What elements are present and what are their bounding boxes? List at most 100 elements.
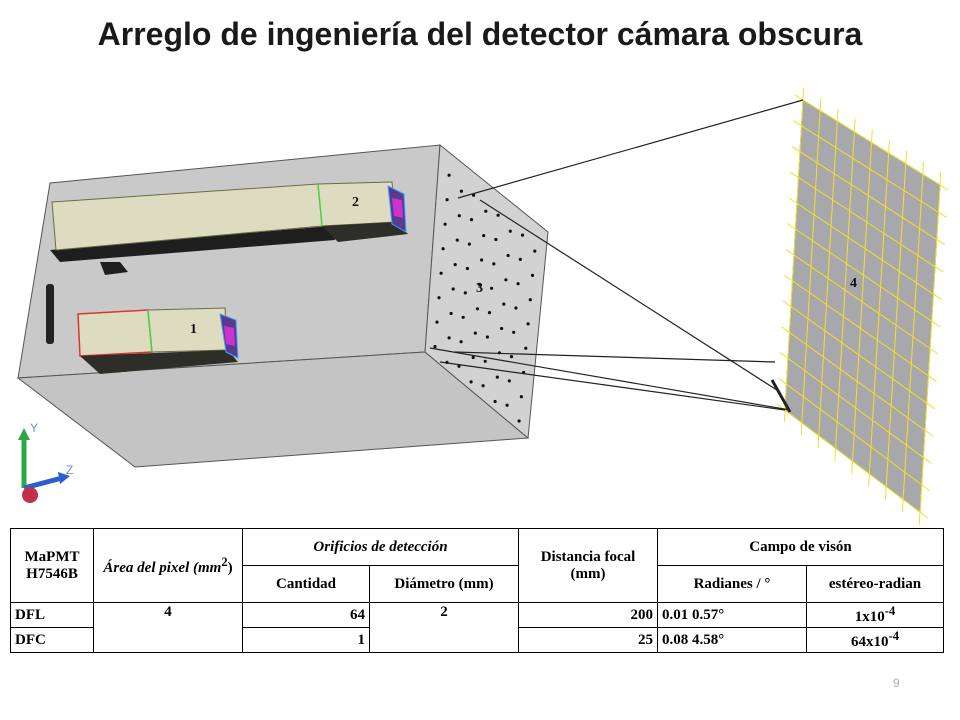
pinhole-dot xyxy=(453,263,457,267)
header-radianes: Radianes / ° xyxy=(657,565,807,603)
pinhole-dot xyxy=(502,302,506,306)
pinhole-dot xyxy=(447,336,451,340)
grid-line xyxy=(783,87,805,423)
pinhole-dot xyxy=(461,315,465,319)
pinhole-dot xyxy=(473,331,477,335)
grid-line xyxy=(901,161,925,513)
pinhole-dot xyxy=(433,345,437,349)
label-box-2: 2 xyxy=(352,195,359,210)
pinhole-dot xyxy=(505,403,509,407)
pinhole-dot xyxy=(477,282,482,286)
axes-gizmo-icon: Y Z xyxy=(18,421,73,503)
row-radianes: 0.08 4.58° xyxy=(657,627,807,653)
pinhole-dot xyxy=(517,419,521,423)
pinhole-dot xyxy=(480,258,484,262)
header-cantidad: Cantidad xyxy=(242,565,370,603)
pinhole-dot xyxy=(530,273,535,277)
pinhole-dot xyxy=(494,237,498,242)
pinhole-dot xyxy=(516,282,520,286)
projection-lines xyxy=(429,99,804,413)
pinhole-dot xyxy=(506,253,510,258)
axis-z-label: Z xyxy=(66,463,73,477)
pmt-box-2 xyxy=(50,181,408,275)
pinhole-dot xyxy=(469,218,474,222)
pinhole-dot xyxy=(514,306,518,310)
table-row: DFC 1 25 0.08 4.58° 64x10-4 xyxy=(10,627,944,653)
axis-y-label: Y xyxy=(30,421,38,435)
pinhole-dot xyxy=(441,247,445,251)
pinhole-dot xyxy=(457,214,461,218)
row-name: DFC xyxy=(10,627,94,653)
pinhole-dot xyxy=(508,229,512,233)
header-pixel-area: Área del pixel (mm2) xyxy=(93,528,243,603)
pinhole-dot xyxy=(457,364,461,368)
pinhole-dot xyxy=(449,311,453,316)
pinhole-dot xyxy=(447,173,451,177)
pinhole-dot xyxy=(484,209,488,213)
projection-screen xyxy=(776,87,949,525)
pinhole-dot xyxy=(483,359,487,363)
pinhole-dot xyxy=(519,395,524,399)
pinhole-dot xyxy=(495,375,499,379)
detector-diagram: 2 1 3 4 Y Z xyxy=(16,87,949,525)
pinhole-dot xyxy=(528,298,532,302)
pinhole-dot xyxy=(459,189,463,193)
pinhole-dot xyxy=(445,198,449,202)
label-plate-3: 3 xyxy=(476,281,483,296)
pinhole-dot xyxy=(451,287,455,291)
pinhole-dot xyxy=(465,266,469,271)
label-screen-4: 4 xyxy=(850,276,857,291)
pinhole-dot xyxy=(469,380,473,384)
header-campo: Campo de visón xyxy=(657,528,944,566)
label-box-1: 1 xyxy=(190,322,197,337)
pinhole-dot xyxy=(443,222,447,226)
row-cantidad: 64 xyxy=(242,602,370,628)
grid-line xyxy=(800,98,822,436)
pinhole-dot xyxy=(463,291,467,295)
pinhole-dot xyxy=(467,242,471,246)
pinhole-dot xyxy=(487,311,492,315)
pinhole-dot xyxy=(485,335,489,339)
pinhole-dot xyxy=(490,286,494,290)
pinhole-dot xyxy=(455,238,459,242)
row-estereo: 64x10-4 xyxy=(806,627,944,653)
header-diametro: Diámetro (mm) xyxy=(369,565,519,603)
grid-line xyxy=(918,171,942,525)
grid-line xyxy=(834,119,856,461)
pinhole-dot xyxy=(496,213,500,217)
detector-spec-table: MaPMT H7546B Área del pixel (mm2) Orific… xyxy=(10,528,944,653)
pinhole-dot xyxy=(437,296,441,300)
row-estereo: 1x10-4 xyxy=(806,602,944,628)
slide-title: Arreglo de ingeniería del detector cámar… xyxy=(97,16,863,52)
row-name: DFL xyxy=(10,602,94,628)
pinhole-dot xyxy=(526,322,530,326)
row-area: 4 xyxy=(93,602,243,653)
pinhole-dot xyxy=(500,326,504,331)
header-orificios: Orificios de detección xyxy=(242,528,519,566)
pinhole-dot xyxy=(493,399,497,404)
grid-line xyxy=(851,129,873,474)
header-mapmt: MaPMT H7546B xyxy=(10,528,94,603)
pinhole-dot xyxy=(504,278,508,282)
page-number: 9 xyxy=(893,676,900,690)
pinhole-dot xyxy=(481,384,485,388)
side-bracket xyxy=(46,284,54,344)
pinhole-dot xyxy=(459,340,463,344)
row-diametro: 2 xyxy=(369,602,519,653)
row-distancia: 200 xyxy=(518,602,658,628)
pinhole-dot xyxy=(482,234,486,238)
grid-line xyxy=(884,150,908,500)
pinhole-dot xyxy=(509,355,514,359)
pinhole-dot xyxy=(518,257,522,261)
grid-line xyxy=(817,108,839,449)
grid-line xyxy=(868,140,890,487)
pinhole-dot xyxy=(533,249,537,253)
table-row: DFL 4 64 2 200 0.01 0.57° 1x10-4 xyxy=(10,602,944,653)
pinhole-dot xyxy=(475,307,479,311)
header-estereo: estéreo-radian xyxy=(806,565,944,603)
pinhole-dot xyxy=(439,271,443,275)
pinhole-dot xyxy=(492,262,496,266)
pmt-box-1 xyxy=(77,307,239,374)
pinhole-dot xyxy=(512,330,516,334)
row-cantidad: 1 xyxy=(242,627,370,653)
